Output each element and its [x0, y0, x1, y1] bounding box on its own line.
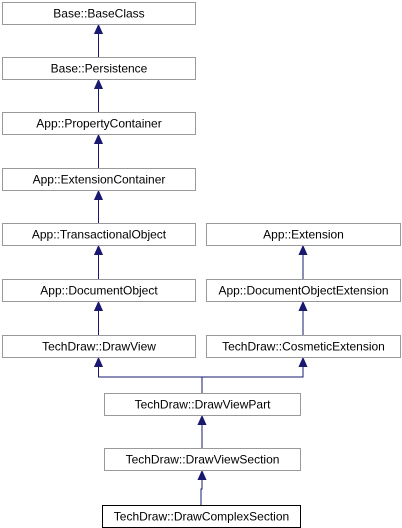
class-node-label: App::PropertyContainer	[36, 117, 161, 131]
class-node-draw-view-part[interactable]: TechDraw::DrawViewPart	[104, 393, 301, 416]
class-node-box	[206, 279, 401, 302]
class-node-label: App::Extension	[263, 228, 344, 242]
class-node-label: TechDraw::DrawView	[42, 340, 156, 354]
class-node-box	[2, 335, 196, 358]
class-node-box	[2, 112, 196, 135]
class-node-box	[2, 57, 196, 80]
edges-layer	[99, 25, 304, 505]
class-node-label: Base::Persistence	[51, 62, 148, 76]
class-node-label: App::DocumentObject	[40, 284, 158, 298]
class-node-draw-view-section[interactable]: TechDraw::DrawViewSection	[104, 448, 301, 471]
inheritance-arrow-draw-complex-section-to-draw-view-section	[201, 471, 202, 505]
class-node-extension-container[interactable]: App::ExtensionContainer	[2, 168, 196, 191]
class-node-label: App::TransactionalObject	[32, 228, 167, 242]
inheritance-arrow-draw-view-part-to-cosmetic-extension	[201, 358, 303, 393]
class-node-label: TechDraw::DrawViewPart	[135, 398, 271, 412]
class-node-draw-complex-section: TechDraw::DrawComplexSection	[102, 505, 301, 528]
class-node-extension[interactable]: App::Extension	[206, 223, 401, 246]
edge-line	[201, 471, 202, 505]
inheritance-arrow-draw-view-part-to-draw-view	[99, 358, 203, 393]
class-node-box	[2, 2, 196, 25]
class-node-persistence[interactable]: Base::Persistence	[2, 57, 196, 80]
edge-line	[99, 358, 203, 393]
class-node-cosmetic-extension[interactable]: TechDraw::CosmeticExtension	[206, 335, 401, 358]
class-node-base-class[interactable]: Base::BaseClass	[2, 2, 196, 25]
class-node-box	[2, 168, 196, 191]
class-node-document-object-extension[interactable]: App::DocumentObjectExtension	[206, 279, 401, 302]
class-node-property-container[interactable]: App::PropertyContainer	[2, 112, 196, 135]
class-node-box	[2, 223, 196, 246]
class-node-box	[206, 335, 401, 358]
class-node-box	[104, 393, 301, 416]
class-node-label: Base::BaseClass	[53, 7, 144, 21]
class-node-label: TechDraw::DrawComplexSection	[114, 510, 289, 524]
class-node-transactional-object[interactable]: App::TransactionalObject	[2, 223, 196, 246]
class-node-label: TechDraw::DrawViewSection	[126, 453, 280, 467]
class-node-box	[2, 279, 196, 302]
class-node-label: App::DocumentObjectExtension	[218, 284, 388, 298]
class-node-label: TechDraw::CosmeticExtension	[222, 340, 385, 354]
edge-line	[201, 358, 303, 393]
class-node-box	[206, 223, 401, 246]
class-node-document-object[interactable]: App::DocumentObject	[2, 279, 196, 302]
class-node-label: App::ExtensionContainer	[33, 173, 166, 187]
class-node-box	[104, 448, 301, 471]
class-node-draw-view[interactable]: TechDraw::DrawView	[2, 335, 196, 358]
